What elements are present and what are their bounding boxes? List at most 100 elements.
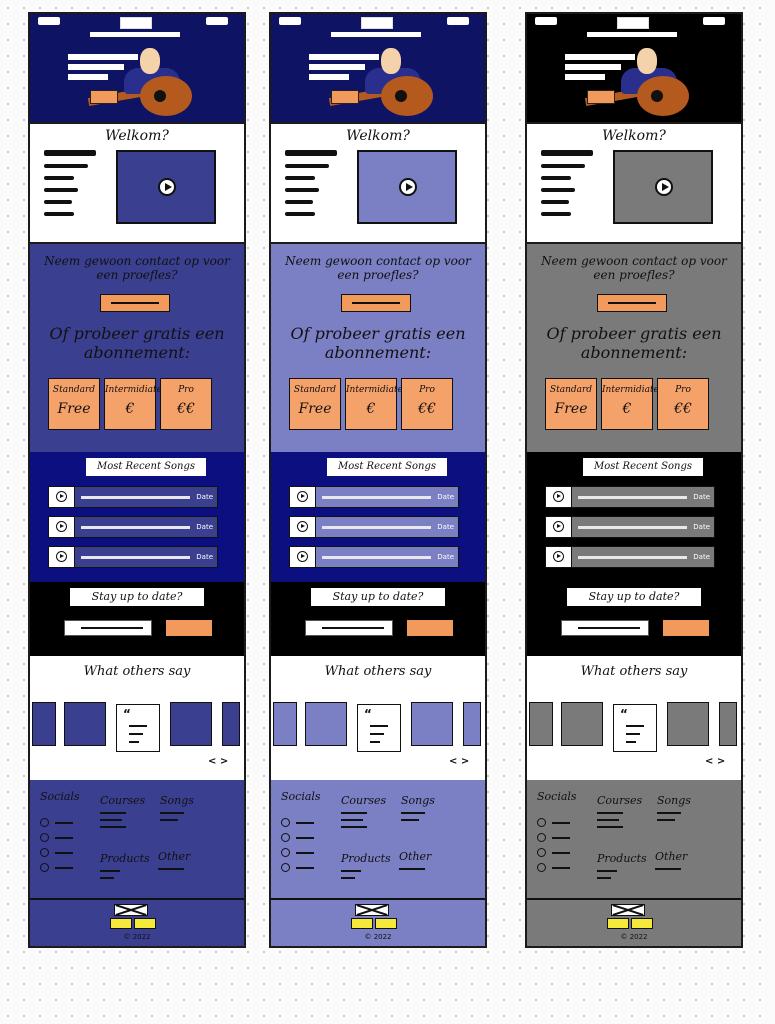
plan-card[interactable]: Pro €€: [657, 378, 709, 430]
social-link[interactable]: [40, 848, 73, 857]
song-row[interactable]: Date: [289, 486, 459, 508]
testimonial-card[interactable]: [667, 702, 709, 746]
store-badge[interactable]: [375, 918, 397, 929]
plan-card[interactable]: Pro €€: [401, 378, 453, 430]
carousel-arrows[interactable]: < >: [705, 756, 726, 767]
testimonial-card[interactable]: [561, 702, 603, 746]
testimonial-card[interactable]: [305, 702, 347, 746]
nav-link[interactable]: [38, 17, 60, 25]
song-row[interactable]: Date: [48, 486, 218, 508]
play-icon[interactable]: [158, 178, 176, 196]
nav-link[interactable]: [447, 17, 469, 25]
plan-name: Pro: [178, 385, 194, 395]
carousel-arrows[interactable]: < >: [449, 756, 470, 767]
song-play-button[interactable]: [546, 547, 572, 567]
testimonial-card[interactable]: [64, 702, 106, 746]
social-link[interactable]: [281, 848, 314, 857]
social-link[interactable]: [40, 863, 73, 872]
footer-products-heading: Products: [341, 852, 391, 865]
nav-link[interactable]: [535, 17, 557, 25]
social-link[interactable]: [537, 818, 570, 827]
testimonial-card[interactable]: [411, 702, 453, 746]
store-badge[interactable]: [351, 918, 373, 929]
song-row[interactable]: Date: [545, 516, 715, 538]
song-play-button[interactable]: [546, 517, 572, 537]
contact-button[interactable]: [341, 294, 411, 312]
play-icon[interactable]: [655, 178, 673, 196]
video-player[interactable]: [116, 150, 216, 224]
plan-card[interactable]: Standard Free: [48, 378, 100, 430]
song-play-button[interactable]: [49, 547, 75, 567]
plan-card[interactable]: Pro €€: [160, 378, 212, 430]
store-badge[interactable]: [631, 918, 653, 929]
email-input[interactable]: [561, 620, 649, 636]
song-play-button[interactable]: [49, 487, 75, 507]
song-play-button[interactable]: [290, 547, 316, 567]
social-link[interactable]: [40, 818, 73, 827]
song-row[interactable]: Date: [48, 546, 218, 568]
song-row[interactable]: Date: [545, 486, 715, 508]
logo-placeholder: [361, 17, 393, 29]
plan-card[interactable]: Standard Free: [289, 378, 341, 430]
subscribe-button[interactable]: [407, 620, 453, 636]
email-input[interactable]: [64, 620, 152, 636]
hero-cta-button[interactable]: [587, 90, 615, 104]
hero-cta-button[interactable]: [90, 90, 118, 104]
store-badge[interactable]: [607, 918, 629, 929]
contact-button[interactable]: [597, 294, 667, 312]
song-row[interactable]: Date: [48, 516, 218, 538]
social-link[interactable]: [281, 863, 314, 872]
plan-card[interactable]: Standard Free: [545, 378, 597, 430]
play-icon: [56, 521, 67, 532]
newsletter-title: Stay up to date?: [311, 588, 445, 606]
footer-other-heading: Other: [158, 850, 191, 863]
testimonial-card-active[interactable]: “: [613, 704, 657, 752]
guitar-hole: [395, 90, 407, 102]
song-play-button[interactable]: [290, 517, 316, 537]
testimonial-card[interactable]: [463, 702, 481, 746]
contact-question: Neem gewoon contact op voor een proefles…: [541, 254, 727, 282]
video-player[interactable]: [357, 150, 457, 224]
song-row[interactable]: Date: [545, 546, 715, 568]
nav-link[interactable]: [703, 17, 725, 25]
social-link[interactable]: [281, 818, 314, 827]
social-link[interactable]: [40, 833, 73, 842]
nav-link[interactable]: [279, 17, 301, 25]
welcome-title: Welkom?: [346, 128, 410, 144]
hero-cta-button[interactable]: [331, 90, 359, 104]
testimonial-card[interactable]: [719, 702, 737, 746]
song-row[interactable]: Date: [289, 546, 459, 568]
testimonial-card[interactable]: [222, 702, 240, 746]
quote-mark: “: [620, 707, 628, 721]
testimonial-card-active[interactable]: “: [116, 704, 160, 752]
play-icon[interactable]: [399, 178, 417, 196]
email-input[interactable]: [305, 620, 393, 636]
testimonial-card[interactable]: [170, 702, 212, 746]
store-badge[interactable]: [110, 918, 132, 929]
plan-card[interactable]: Intermidiate €: [104, 378, 162, 430]
testimonial-card[interactable]: [273, 702, 297, 746]
song-date: Date: [196, 553, 213, 561]
footer-section: Socials Courses Songs Products Other: [527, 780, 741, 946]
song-play-button[interactable]: [290, 487, 316, 507]
contact-button[interactable]: [100, 294, 170, 312]
subscribe-button[interactable]: [166, 620, 212, 636]
plan-card[interactable]: Intermidiate €: [345, 378, 403, 430]
plan-card[interactable]: Intermidiate €: [601, 378, 659, 430]
carousel-arrows[interactable]: < >: [208, 756, 229, 767]
song-play-button[interactable]: [546, 487, 572, 507]
testimonial-card-active[interactable]: “: [357, 704, 401, 752]
testimonial-card[interactable]: [32, 702, 56, 746]
subscribe-button[interactable]: [663, 620, 709, 636]
song-play-button[interactable]: [49, 517, 75, 537]
social-link[interactable]: [537, 863, 570, 872]
nav-link[interactable]: [206, 17, 228, 25]
video-player[interactable]: [613, 150, 713, 224]
social-link[interactable]: [281, 833, 314, 842]
store-badge[interactable]: [134, 918, 156, 929]
social-link[interactable]: [537, 848, 570, 857]
song-row[interactable]: Date: [289, 516, 459, 538]
testimonial-card[interactable]: [529, 702, 553, 746]
guitar-body: [637, 76, 689, 116]
social-link[interactable]: [537, 833, 570, 842]
